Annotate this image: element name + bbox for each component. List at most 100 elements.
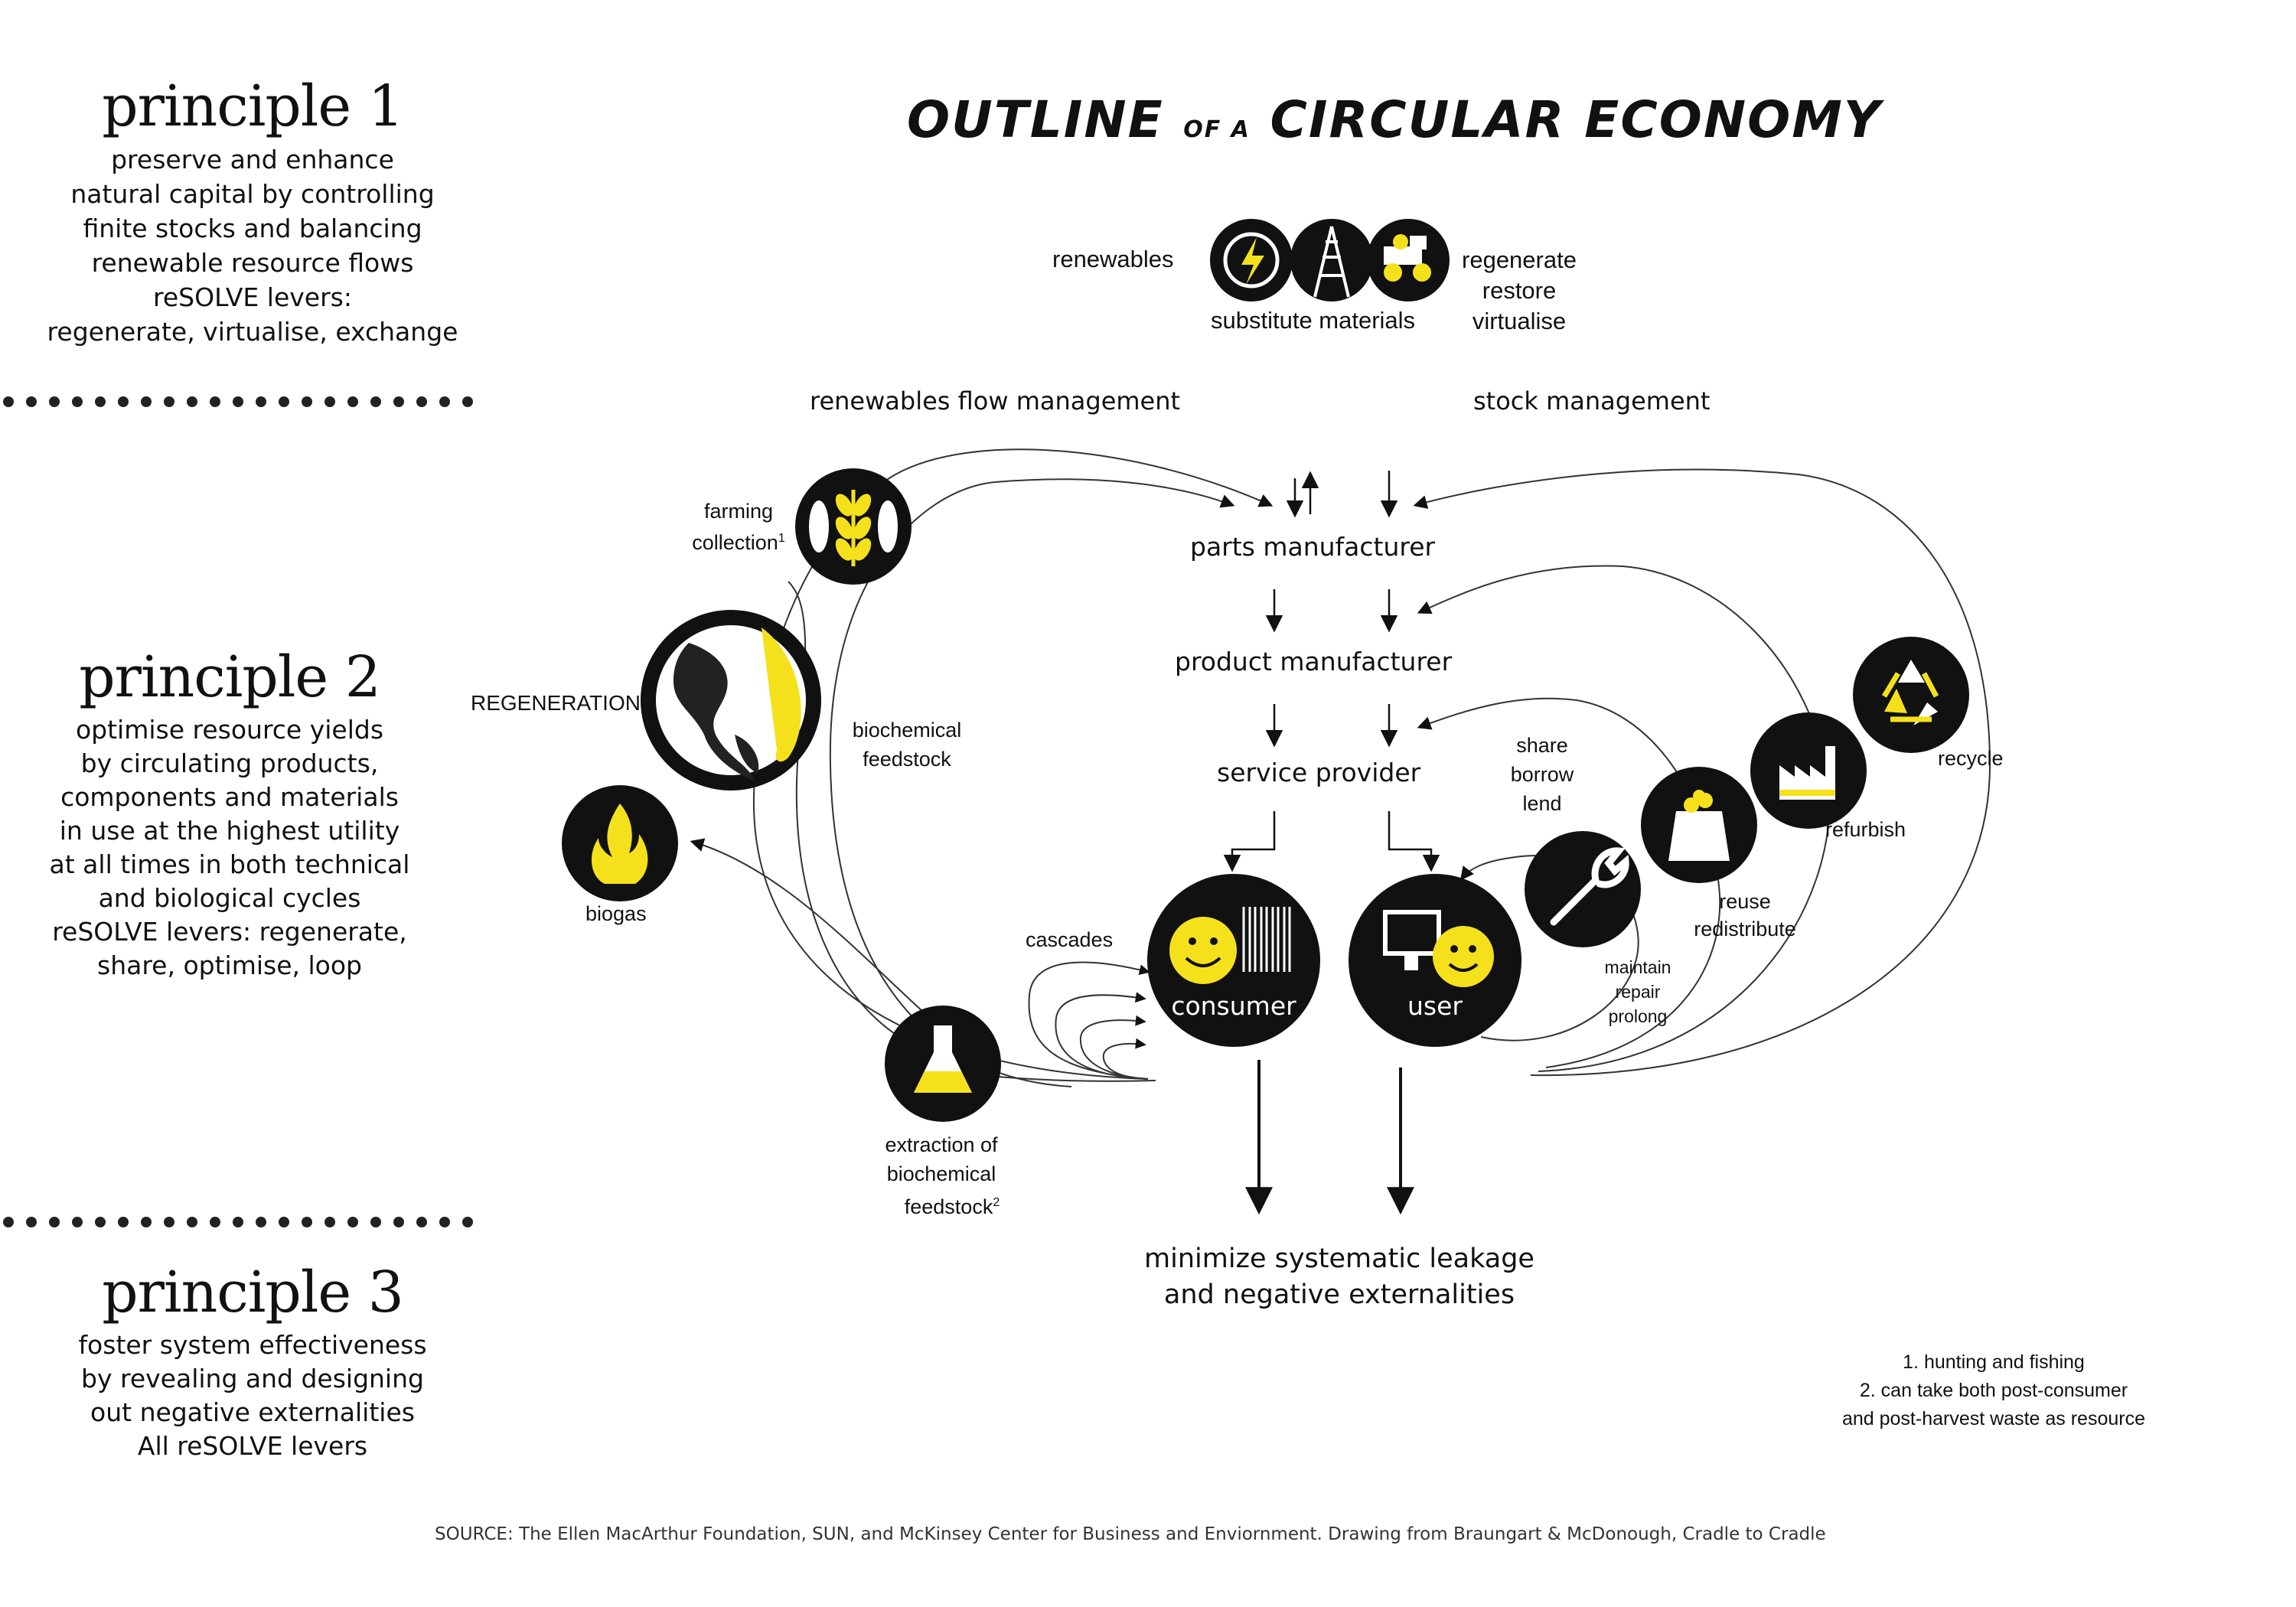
power-icon <box>1210 219 1293 302</box>
divider-dots-bottom <box>3 1217 485 1229</box>
label-share-borrow-lend: share borrow lend <box>1500 731 1584 818</box>
recycle-icon <box>1853 637 1969 753</box>
title-of-a: OF A <box>1183 116 1251 143</box>
barcode-icon <box>1242 907 1291 972</box>
label-farming-collection: farming collection1 <box>685 497 792 556</box>
consumer-circle <box>1147 874 1320 1047</box>
arc-regeneration-outer <box>752 448 1274 1080</box>
arc-cascade-3 <box>1079 1015 1149 1080</box>
node-product-manufacturer: product manufacturer <box>1175 647 1453 676</box>
footnote-2: 2. can take both post-consumer <box>1859 1380 2128 1401</box>
arc-cascade-4 <box>1102 1038 1149 1080</box>
principle-3-line: by revealing and designing <box>81 1364 424 1393</box>
label-leakage-line-1: minimize systematic leakage <box>1144 1244 1534 1274</box>
label-refurbish: refurbish <box>1825 818 1906 841</box>
principle-1-line: renewable resource flows <box>91 248 414 278</box>
label-regeneration: REGENERATION <box>471 691 641 715</box>
label-recycle: recycle <box>1938 747 2004 770</box>
label-biogas: biogas <box>585 902 647 925</box>
principle-2-line: and biological cycles <box>98 883 361 913</box>
principle-1-text: preserve and enhance natural capital by … <box>0 142 505 349</box>
label-borrow: borrow <box>1510 763 1574 786</box>
arc-recycle <box>1413 468 1991 1077</box>
footnote-2-cont: and post-harvest waste as resource <box>1841 1408 2146 1429</box>
label-collection: collection <box>692 531 778 554</box>
principle-1: principle 1 preserve and enhance natural… <box>0 78 505 349</box>
label-biochemical: biochemical <box>852 719 962 742</box>
label-restore: restore <box>1482 277 1557 304</box>
label-biochemical-feedstock: biochemical feedstock <box>842 715 972 774</box>
flask-icon <box>885 1006 1001 1122</box>
arc-regeneration-inner <box>788 581 965 1064</box>
label-prolong: prolong <box>1608 1006 1668 1026</box>
label-regenerate-restore-virtualise: regenerate restore virtualise <box>1450 245 1588 337</box>
title-circular-economy: CIRCULAR ECONOMY <box>1270 90 1882 149</box>
label-virtualise: virtualise <box>1472 308 1567 334</box>
label-lend: lend <box>1522 792 1562 815</box>
principle-3-line: out negative externalities <box>90 1397 415 1427</box>
chain-arrows <box>1223 471 1440 1215</box>
principle-2: principle 2 optimise resource yields by … <box>0 649 459 983</box>
label-farming: farming <box>703 500 774 523</box>
farming-icon <box>795 468 912 585</box>
label-maintain: maintain <box>1604 957 1671 977</box>
principle-2-line: in use at the highest utility <box>59 816 400 846</box>
label-share: share <box>1516 734 1568 757</box>
factory-icon <box>1750 712 1867 829</box>
principle-1-line: finite stocks and balancing <box>83 214 422 243</box>
arc-cascade-1 <box>1028 961 1150 1080</box>
label-extraction-of: extraction of <box>885 1133 998 1156</box>
principle-2-line: share, optimise, loop <box>97 950 362 980</box>
footnote-1: 1. hunting and fishing <box>1903 1351 2085 1373</box>
label-redistribute: redistribute <box>1694 918 1796 940</box>
arc-biogas <box>690 838 957 1041</box>
globe-icon <box>641 610 821 790</box>
label-leakage-line-2: and negative externalities <box>1163 1279 1515 1310</box>
principle-2-line: optimise resource yields <box>75 715 384 745</box>
label-reuse-redistribute: reuse redistribute <box>1676 888 1814 943</box>
principle-2-title: principle 2 <box>79 644 381 710</box>
label-minimize-leakage: minimize systematic leakage and negative… <box>1102 1241 1577 1313</box>
footnote-marker-1: 1 <box>778 532 785 545</box>
label-reuse: reuse <box>1719 890 1771 913</box>
label-extraction-biochemical: biochemical <box>886 1162 996 1185</box>
wrench-icon <box>1525 831 1641 947</box>
divider-dots-top <box>3 396 485 409</box>
principle-1-line: regenerate, virtualise, exchange <box>47 317 458 347</box>
principle-1-line: natural capital by controlling <box>70 179 435 209</box>
diagram-title: OUTLINE OF A CIRCULAR ECONOMY <box>907 90 1882 149</box>
principle-1-line: preserve and enhance <box>111 145 394 174</box>
node-service-provider: service provider <box>1217 758 1421 787</box>
arc-cascade-2 <box>1055 992 1149 1080</box>
source-credit: SOURCE: The Ellen MacArthur Foundation, … <box>435 1524 1826 1544</box>
principle-2-line: by circulating products, <box>80 748 379 778</box>
principle-2-line: at all times in both technical <box>49 849 410 879</box>
principle-3-line: foster system effectiveness <box>78 1330 427 1360</box>
principle-3: principle 3 foster system effectiveness … <box>0 1264 505 1463</box>
title-outline: OUTLINE <box>907 90 1164 149</box>
label-renewables-flow-management: renewables flow management <box>810 386 1181 416</box>
principle-3-text: foster system effectiveness by revealing… <box>0 1328 505 1463</box>
label-renewables: renewables <box>1052 246 1174 272</box>
label-repair: repair <box>1615 982 1661 1002</box>
node-parts-manufacturer: parts manufacturer <box>1190 532 1436 562</box>
label-substitute-materials: substitute materials <box>1211 307 1416 334</box>
mining-truck-icon <box>1367 219 1450 302</box>
label-regenerate: regenerate <box>1462 246 1577 273</box>
principle-3-line: All reSOLVE levers <box>137 1431 368 1461</box>
label-consumer: consumer <box>1171 991 1296 1021</box>
label-extraction-feedstock: feedstock <box>904 1195 993 1218</box>
footnotes: 1. hunting and fishing 2. can take both … <box>1795 1348 2193 1433</box>
shopping-bag-icon <box>1641 767 1757 883</box>
label-stock-management: stock management <box>1473 386 1711 416</box>
oil-derrick-icon <box>1290 219 1373 302</box>
biogas-flame-icon <box>562 785 678 901</box>
label-user: user <box>1407 991 1463 1021</box>
principle-3-title: principle 3 <box>102 1260 404 1325</box>
principle-1-line: reSOLVE levers: <box>153 282 352 312</box>
label-feedstock: feedstock <box>863 748 951 771</box>
principle-2-line: components and materials <box>60 782 399 812</box>
arc-refurbish <box>1417 565 1831 1072</box>
label-cascades: cascades <box>1026 928 1114 951</box>
principle-2-line: reSOLVE levers: regenerate, <box>52 917 407 947</box>
